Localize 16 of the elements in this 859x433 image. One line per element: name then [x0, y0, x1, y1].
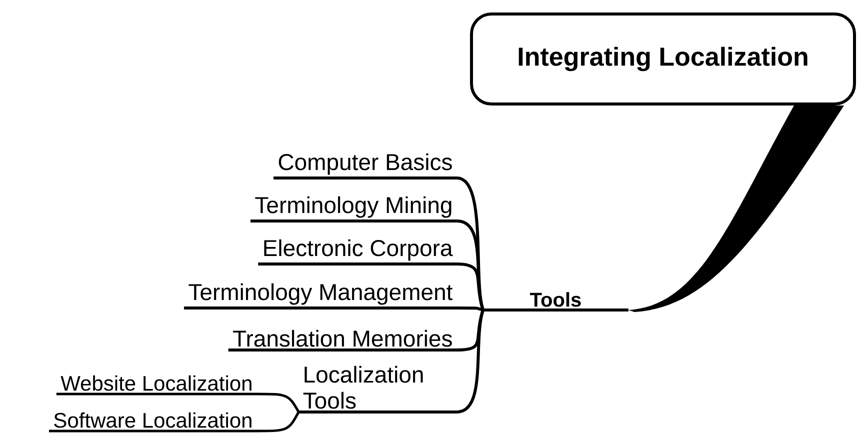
topic-label: Website Localization [56, 375, 257, 396]
branch-connector [628, 106, 844, 312]
branch-line [456, 262, 484, 310]
branch-line [457, 306, 484, 312]
branch-line [257, 411, 300, 432]
topic-label: Terminology Mining [250, 196, 457, 222]
topic-label: Electronic Corpora [258, 239, 457, 266]
title-box: Integrating Localization [470, 12, 856, 106]
topic-label: Software Localization [49, 412, 257, 432]
branch-line [456, 310, 484, 414]
topic-label: Translation Memories [228, 330, 457, 352]
topic-label: Tools [483, 292, 628, 312]
topic-label: Terminology Management [184, 283, 457, 310]
branch-line [257, 392, 300, 413]
topic-label: Computer Basics [274, 153, 457, 180]
topic-label: Localization Tools [298, 366, 457, 414]
